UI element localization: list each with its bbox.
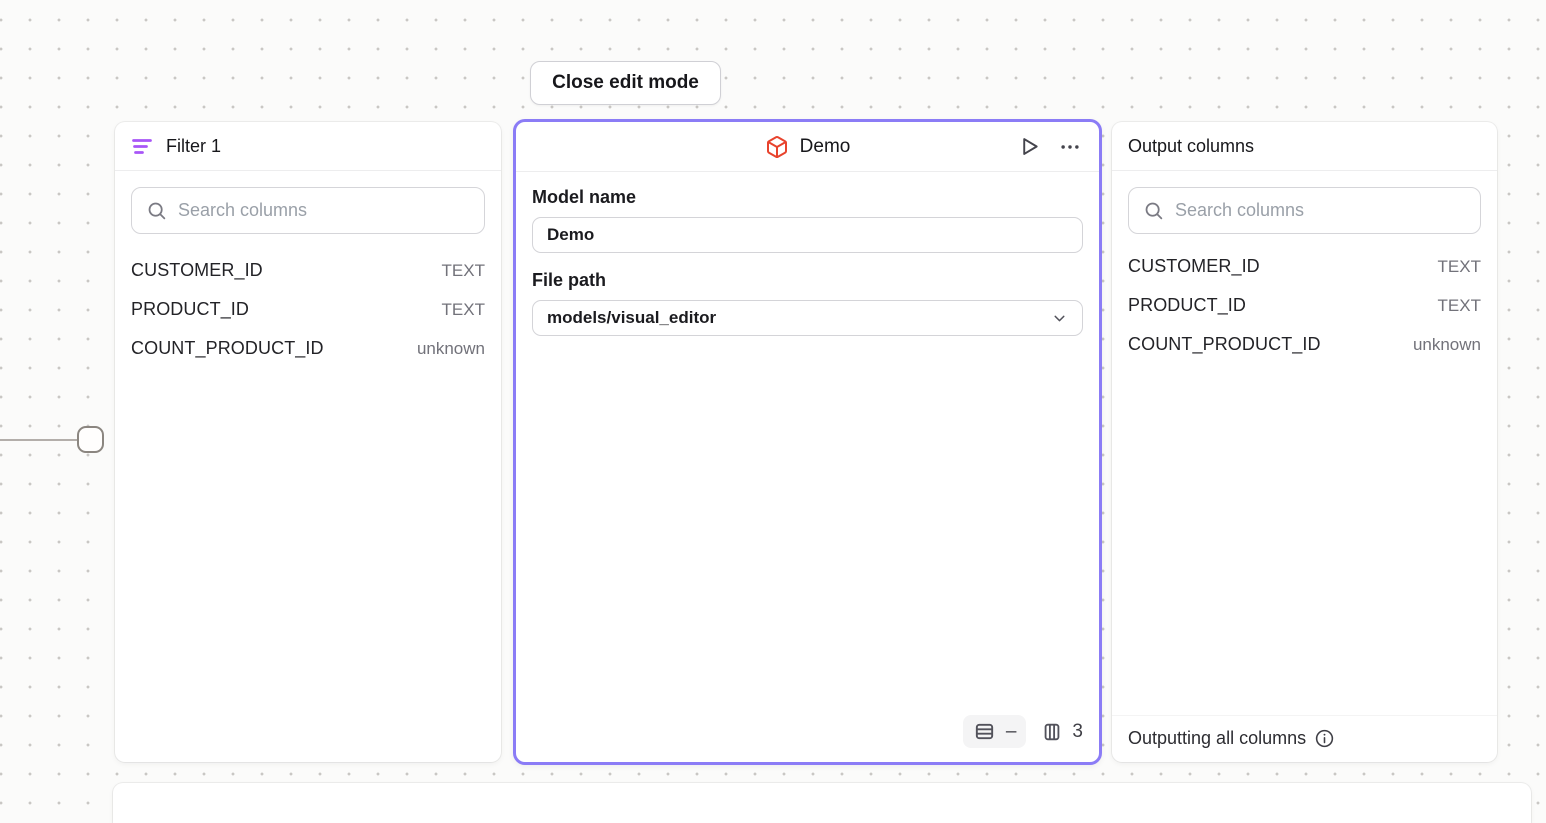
column-type: TEXT [441,299,485,319]
output-columns-panel: Output columns CUSTOMER_ID TEXT PRODUCT_… [1112,122,1497,762]
filter-columns-list: CUSTOMER_ID TEXT PRODUCT_ID TEXT COUNT_P… [115,234,501,368]
edge-connector-handle[interactable] [77,426,104,453]
column-name: PRODUCT_ID [1128,295,1247,315]
column-row[interactable]: PRODUCT_ID TEXT [131,290,485,329]
column-name: COUNT_PRODUCT_ID [131,338,324,358]
row-count-stat[interactable]: – [962,715,1027,748]
table-columns-icon [1041,721,1063,743]
column-type: TEXT [441,260,485,280]
column-count-value: 3 [1072,720,1083,742]
column-row[interactable]: COUNT_PRODUCT_ID unknown [1128,325,1481,364]
more-options-button[interactable] [1059,136,1081,158]
column-row[interactable]: COUNT_PRODUCT_ID unknown [131,329,485,368]
model-cube-icon [765,135,789,159]
output-search-input[interactable] [1175,200,1466,221]
column-name: CUSTOMER_ID [1128,256,1260,276]
info-icon[interactable] [1314,728,1335,749]
chevron-down-icon [1051,310,1068,327]
column-type: TEXT [1437,256,1481,276]
search-icon [146,200,167,221]
filter-panel-title: Filter 1 [166,135,222,156]
output-panel-header: Output columns [1112,122,1497,171]
column-row[interactable]: CUSTOMER_ID TEXT [1128,247,1481,286]
file-path-label: File path [532,270,607,290]
filter-search-input[interactable] [178,200,470,221]
column-row[interactable]: PRODUCT_ID TEXT [1128,286,1481,325]
model-panel-title: Demo [799,135,851,157]
output-columns-list: CUSTOMER_ID TEXT PRODUCT_ID TEXT COUNT_P… [1112,234,1497,364]
file-path-select[interactable]: models/visual_editor [532,300,1083,336]
output-panel-footer: Outputting all columns [1112,715,1497,762]
model-name-label: Model name [532,187,637,207]
run-model-button[interactable] [1018,135,1041,158]
output-footer-text: Outputting all columns [1128,728,1307,748]
search-icon [1143,200,1164,221]
filter-node-panel: Filter 1 CUSTOMER_ID TEXT PRODUCT_ID TEX… [115,122,501,762]
column-type: unknown [416,338,485,358]
filter-lines-icon [131,137,153,156]
column-count-stat[interactable]: 3 [1041,721,1083,743]
column-name: COUNT_PRODUCT_ID [1128,334,1321,354]
row-count-value: – [1005,720,1017,742]
canvas: { "toolbar": { "close_edit_mode_label": … [0,0,1546,790]
column-type: TEXT [1437,295,1481,315]
output-panel-title: Output columns [1128,135,1255,156]
edge-connector-line [0,439,78,441]
column-name: PRODUCT_ID [131,299,250,319]
output-search-box [1128,187,1481,234]
column-row[interactable]: CUSTOMER_ID TEXT [131,251,485,290]
table-rows-icon [973,720,996,743]
close-edit-mode-button[interactable]: Close edit mode [530,61,721,105]
filter-search-box [131,187,485,234]
model-name-input[interactable] [532,217,1083,253]
model-panel-footer: – 3 [516,703,1099,762]
filter-panel-header[interactable]: Filter 1 [115,122,501,171]
column-name: CUSTOMER_ID [131,260,263,280]
model-node-panel: Demo Model name File path models/visual_… [513,119,1102,765]
column-type: unknown [1412,334,1481,354]
model-panel-header[interactable]: Demo [516,122,1099,172]
model-panel-body: Model name File path models/visual_edito… [516,172,1099,703]
file-path-value: models/visual_editor [547,308,717,327]
bottom-panel-edge [113,783,1531,823]
